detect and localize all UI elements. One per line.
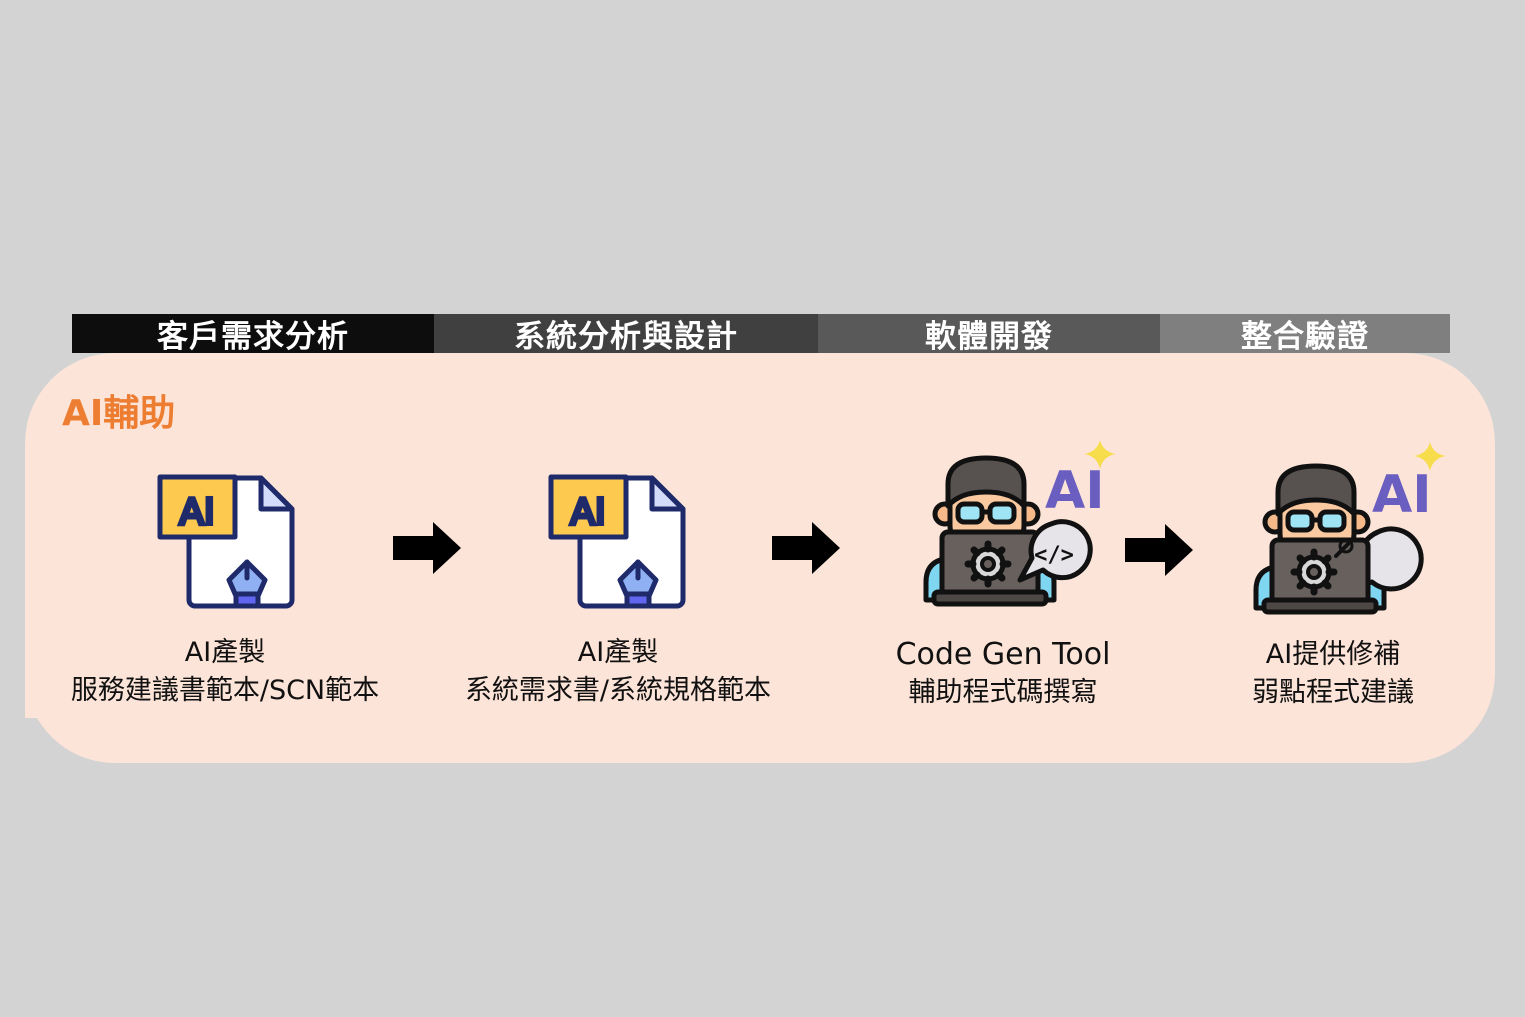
phase-requirements-analysis: 客戶需求分析 — [72, 314, 434, 355]
ai-label-icon: AI — [1045, 461, 1105, 521]
caption-line1: Code Gen Tool — [895, 637, 1111, 672]
step-caption: AI提供修補 弱點程式建議 — [1206, 636, 1460, 712]
code-bubble-icon: </> — [1017, 519, 1093, 583]
caption-line2: 輔助程式碼撰寫 — [908, 677, 1098, 708]
arrow-right-icon — [772, 522, 840, 574]
developer-bug-fix-ai-icon: AI — [1253, 442, 1446, 615]
arrow-right-icon — [1125, 524, 1193, 576]
phase-integration-verification: 整合驗證 — [1160, 314, 1450, 355]
panel-notch — [25, 640, 55, 718]
ai-badge-text: AI — [570, 492, 605, 533]
caption-line2: 弱點程式建議 — [1252, 677, 1414, 708]
step-caption: AI產製 系統需求書/系統規格範本 — [432, 634, 804, 710]
caption-line1: AI產製 — [184, 637, 266, 668]
sparkle-icon — [1414, 442, 1446, 471]
phase-software-development: 軟體開發 — [818, 314, 1160, 355]
caption-line2: 系統需求書/系統規格範本 — [464, 675, 772, 706]
arrow-right-icon — [393, 522, 461, 574]
svg-text:</>: </> — [1034, 543, 1074, 568]
step-caption: AI產製 服務建議書範本/SCN範本 — [40, 634, 410, 710]
ai-label-icon: AI — [1372, 465, 1432, 525]
caption-line1: AI提供修補 — [1265, 639, 1401, 670]
ai-document-pen-icon: AI — [548, 474, 686, 609]
ai-document-pen-icon: AI — [157, 474, 295, 609]
phase-system-design: 系統分析與設計 — [434, 314, 818, 355]
gear-icon — [964, 540, 1012, 588]
ai-badge-text: AI — [179, 492, 214, 533]
sparkle-icon — [1084, 440, 1116, 469]
wrench-icon — [1334, 538, 1354, 558]
phase-bar: 客戶需求分析 系統分析與設計 軟體開發 整合驗證 — [72, 314, 1450, 355]
caption-line1: AI產製 — [577, 637, 659, 668]
developer-code-ai-icon: AI </> — [923, 440, 1116, 607]
step-caption: Code Gen Tool 輔助程式碼撰寫 — [862, 636, 1144, 712]
caption-line2: 服務建議書範本/SCN範本 — [70, 675, 380, 706]
gear-icon — [1290, 548, 1338, 596]
panel-title: AI輔助 — [62, 393, 176, 434]
